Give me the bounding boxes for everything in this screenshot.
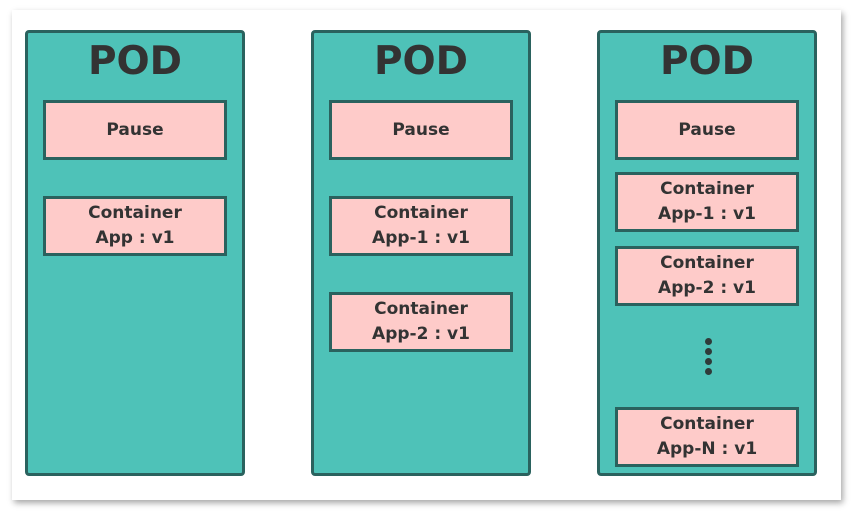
container-label: Container: [660, 414, 754, 434]
container-label: Container: [374, 299, 468, 319]
pod-2: POD Pause Container App-1 : v1 Container…: [311, 30, 531, 476]
container-app-label: App-1 : v1: [658, 204, 756, 224]
ellipsis-dot: [705, 368, 712, 375]
pod-2-title: POD: [373, 39, 469, 84]
container-app-label: App-N : v1: [656, 439, 758, 459]
vertical-ellipsis-icon: [600, 338, 814, 383]
pod-3-container-n: Container App-N : v1: [615, 407, 799, 467]
container-app-label: App : v1: [95, 228, 175, 248]
container-label: Container: [660, 253, 754, 273]
ellipsis-dot: [705, 358, 712, 365]
pod-3: POD Pause Container App-1 : v1 Container…: [597, 30, 817, 476]
pod-2-container-2: Container App-2 : v1: [329, 292, 513, 352]
container-label: Container: [660, 179, 754, 199]
container-app-label: App-1 : v1: [372, 228, 470, 248]
pod-3-container-2: Container App-2 : v1: [615, 246, 799, 306]
pod-2-pause-box: Pause: [329, 100, 513, 160]
container-app-label: App-2 : v1: [658, 278, 756, 298]
container-app-label: App-2 : v1: [372, 324, 470, 344]
pod-3-container-1: Container App-1 : v1: [615, 172, 799, 232]
pod-3-title: POD: [659, 39, 755, 84]
pod-1: POD Pause Container App : v1: [25, 30, 245, 476]
pod-2-container-1: Container App-1 : v1: [329, 196, 513, 256]
pod-1-container-1: Container App : v1: [43, 196, 227, 256]
pod-1-pause-box: Pause: [43, 100, 227, 160]
container-label: Container: [374, 203, 468, 223]
container-label: Container: [88, 203, 182, 223]
pod-2-pause-label: Pause: [392, 119, 450, 140]
pod-3-pause-label: Pause: [678, 119, 736, 140]
ellipsis-dot: [705, 338, 712, 345]
pod-3-pause-box: Pause: [615, 100, 799, 160]
pod-1-title: POD: [87, 39, 183, 84]
pod-1-pause-label: Pause: [106, 119, 164, 140]
ellipsis-dot: [705, 348, 712, 355]
